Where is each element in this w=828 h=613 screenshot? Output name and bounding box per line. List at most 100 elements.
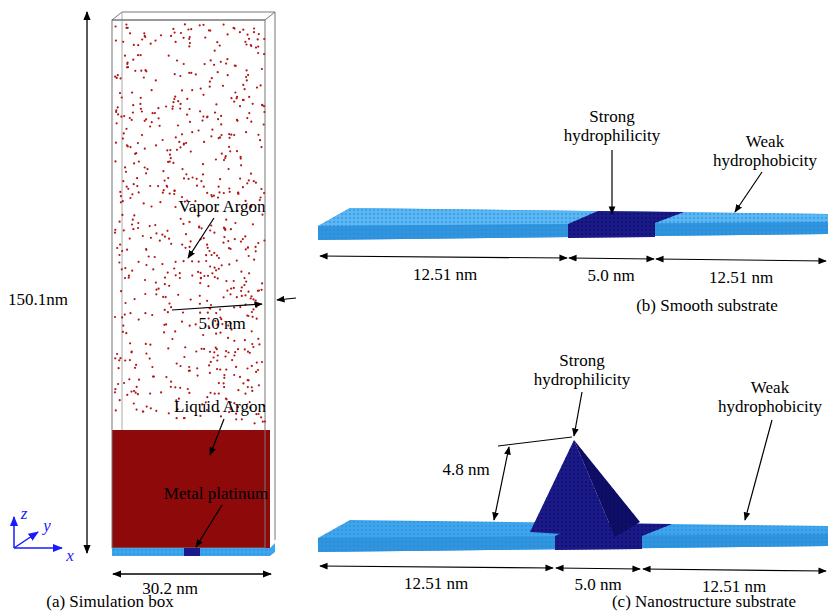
vapor-atom bbox=[246, 367, 248, 369]
vapor-atom bbox=[149, 185, 151, 187]
vapor-atom bbox=[166, 185, 168, 187]
vapor-atom bbox=[200, 272, 202, 274]
vapor-atom bbox=[183, 260, 185, 262]
vapor-atom bbox=[215, 333, 217, 335]
vapor-atom bbox=[169, 154, 171, 156]
vapor-atom bbox=[237, 192, 239, 194]
vapor-atom bbox=[118, 261, 120, 263]
vapor-atom bbox=[245, 76, 247, 78]
vapor-atom bbox=[176, 149, 178, 151]
vapor-atom bbox=[199, 24, 201, 26]
figure-label: Vapor Argon bbox=[178, 198, 265, 217]
vapor-atom bbox=[188, 38, 190, 40]
vapor-atom bbox=[233, 306, 235, 308]
vapor-atom bbox=[136, 177, 138, 179]
vapor-atom bbox=[213, 252, 215, 254]
vapor-atom bbox=[209, 30, 211, 32]
vapor-atom bbox=[174, 330, 176, 332]
vapor-atom bbox=[173, 193, 175, 195]
vapor-atom bbox=[158, 288, 160, 290]
vapor-atom bbox=[242, 382, 244, 384]
vapor-atom bbox=[120, 195, 122, 197]
vapor-atom bbox=[124, 55, 126, 57]
vapor-atom bbox=[184, 23, 186, 25]
vapor-atom bbox=[116, 247, 118, 249]
vapor-atom bbox=[251, 365, 253, 367]
vapor-atom bbox=[192, 176, 194, 178]
vapor-atom bbox=[123, 115, 125, 117]
vapor-atom bbox=[233, 101, 235, 103]
vapor-atom bbox=[204, 37, 206, 39]
vapor-atom bbox=[145, 249, 147, 251]
vapor-atom bbox=[185, 173, 187, 175]
vapor-atom bbox=[203, 275, 205, 277]
vapor-atom bbox=[247, 291, 249, 293]
vapor-atom bbox=[150, 237, 152, 239]
vapor-atom bbox=[157, 107, 159, 109]
vapor-atom bbox=[124, 166, 126, 168]
vapor-atom bbox=[114, 160, 116, 162]
vapor-atom bbox=[196, 367, 198, 369]
vapor-atom bbox=[246, 69, 248, 71]
vapor-atom bbox=[122, 325, 124, 327]
vapor-atom bbox=[198, 261, 200, 263]
vapor-atom bbox=[133, 162, 135, 164]
vapor-atom bbox=[143, 76, 145, 78]
vapor-atom bbox=[199, 110, 201, 112]
vapor-atom bbox=[144, 166, 146, 168]
vapor-atom bbox=[129, 312, 131, 314]
figure-label: Strong hydrophilicity bbox=[557, 108, 667, 145]
vapor-atom bbox=[248, 255, 250, 257]
vapor-atom bbox=[161, 234, 163, 236]
vapor-atom bbox=[261, 68, 263, 70]
vapor-atom bbox=[137, 222, 139, 224]
vapor-atom bbox=[257, 134, 259, 136]
vapor-atom bbox=[198, 226, 200, 228]
vapor-atom bbox=[210, 59, 212, 61]
vapor-atom bbox=[182, 223, 184, 225]
vapor-atom bbox=[124, 314, 126, 316]
vapor-atom bbox=[195, 73, 197, 75]
vapor-atom bbox=[196, 185, 198, 187]
vapor-atom bbox=[149, 358, 151, 360]
vapor-atom bbox=[195, 323, 197, 325]
vapor-atom bbox=[219, 369, 221, 371]
vapor-atom bbox=[162, 170, 164, 172]
vapor-atom bbox=[235, 366, 237, 368]
vapor-atom bbox=[233, 280, 235, 282]
vapor-atom bbox=[142, 411, 144, 413]
vapor-atom bbox=[258, 33, 260, 35]
vapor-atom bbox=[255, 47, 257, 49]
vapor-atom bbox=[228, 168, 230, 170]
vapor-atom bbox=[157, 185, 159, 187]
vapor-atom bbox=[236, 97, 238, 99]
vapor-atom bbox=[241, 418, 243, 420]
vapor-atom bbox=[185, 233, 187, 235]
vapor-atom bbox=[237, 192, 239, 194]
vapor-atom bbox=[149, 344, 151, 346]
vapor-atom bbox=[175, 41, 177, 43]
vapor-atom bbox=[218, 186, 220, 188]
vapor-atom bbox=[178, 141, 180, 143]
vapor-atom bbox=[244, 88, 246, 90]
vapor-atom bbox=[202, 116, 204, 118]
vapor-atom bbox=[210, 135, 212, 137]
vapor-atom bbox=[169, 193, 171, 195]
vapor-atom bbox=[220, 123, 222, 125]
vapor-atom bbox=[125, 27, 127, 29]
vapor-atom bbox=[198, 129, 200, 131]
vapor-atom bbox=[209, 81, 211, 83]
vapor-atom bbox=[145, 353, 147, 355]
vapor-atom bbox=[179, 108, 181, 110]
vapor-atom bbox=[209, 86, 211, 88]
vapor-atom bbox=[165, 323, 167, 325]
vapor-atom bbox=[230, 134, 232, 136]
vapor-atom bbox=[168, 238, 170, 240]
vapor-atom bbox=[119, 221, 121, 223]
vapor-atom bbox=[256, 362, 258, 364]
vapor-atom bbox=[244, 348, 246, 350]
vapor-atom bbox=[245, 248, 247, 250]
vapor-atom bbox=[115, 40, 117, 42]
vapor-atom bbox=[177, 100, 179, 102]
vapor-atom bbox=[195, 350, 197, 352]
